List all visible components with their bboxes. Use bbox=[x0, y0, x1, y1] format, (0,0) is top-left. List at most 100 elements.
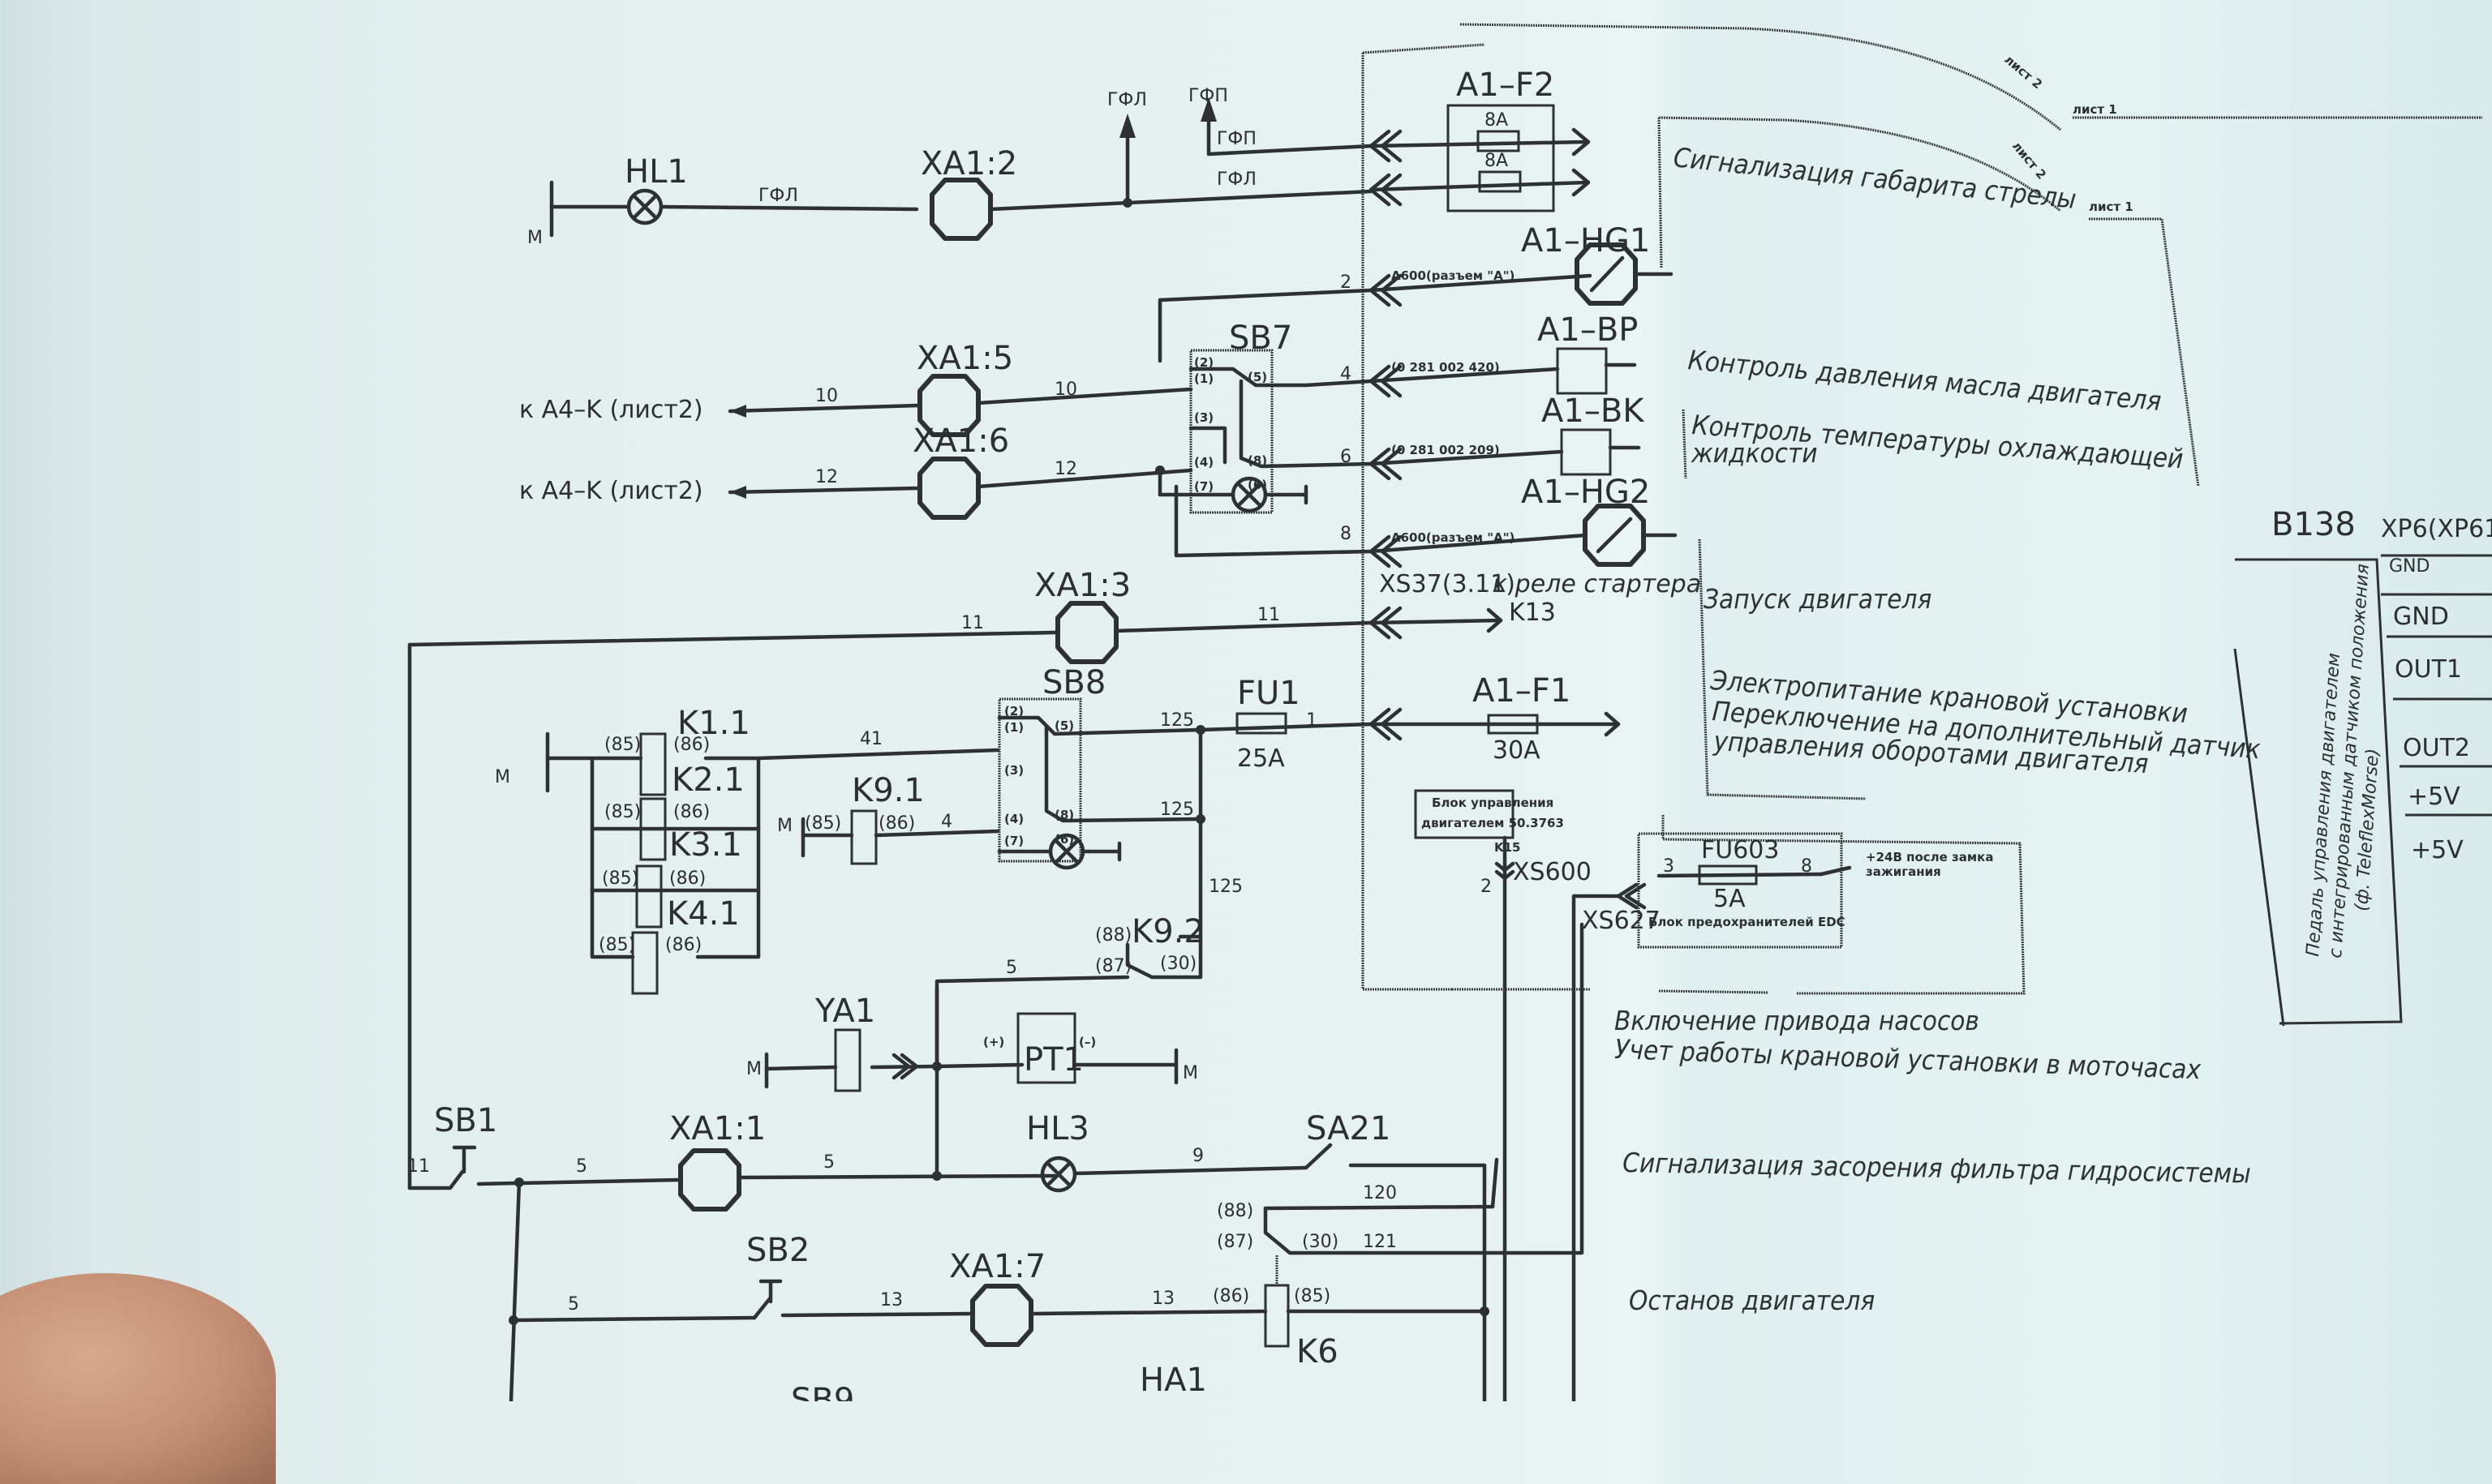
ha1-label: HA1 bbox=[1140, 1362, 1207, 1399]
circuit-engine-stop: 5 SB2 13 XA1:7 13 (86) (85) K6 HA1 SB9 bbox=[509, 1232, 1489, 1401]
wire-number: 5 bbox=[823, 1152, 835, 1173]
pin-out1: OUT1 bbox=[2395, 655, 2462, 684]
sb7-switch-block bbox=[1189, 349, 1274, 514]
caption-engine-stop: Останов двигателя bbox=[1629, 1285, 1875, 1316]
a1-f1-rating: 30A bbox=[1493, 736, 1540, 765]
rating-label: 8A bbox=[1484, 151, 1508, 171]
wire-number: 11 bbox=[407, 1156, 430, 1177]
circuit-engine-start: 11 XA1:3 11 XS37(3.11) к реле стартера K… bbox=[407, 567, 1701, 1190]
a1-hg1-label: A1–HG1 bbox=[1521, 222, 1650, 259]
k2-1-label: K2.1 bbox=[672, 761, 745, 799]
ground-label: М bbox=[495, 767, 510, 787]
k9-2-label: K9.2 bbox=[1132, 913, 1205, 950]
pin-label: (30) bbox=[1160, 954, 1197, 974]
fu1-label: FU1 bbox=[1237, 675, 1300, 712]
pin-5v: +5V bbox=[2411, 836, 2464, 864]
a1-f1-label: A1–F1 bbox=[1472, 672, 1570, 710]
pin-label: (30) bbox=[1302, 1232, 1338, 1252]
fuse-fu603-icon bbox=[1698, 864, 1758, 886]
sheet-mark: лист 2 bbox=[2001, 52, 2045, 92]
circuit-pumps: YA1 М PT1 (+) (–) М bbox=[746, 987, 1198, 1092]
xs627-label: XS627 bbox=[1582, 907, 1661, 935]
pin-label: (3) bbox=[1194, 410, 1214, 425]
wire-number: 8 bbox=[1340, 524, 1351, 544]
k3-1-label: K3.1 bbox=[669, 826, 742, 864]
wire-number: 125 bbox=[1209, 877, 1243, 897]
caption-engine-start: Запуск двигателя bbox=[1704, 583, 1931, 615]
pushbutton-sb2-icon bbox=[752, 1279, 783, 1320]
circuit-clearance-lights: М HL1 ГФЛ XA1:2 ГФЛ ГФП ГФП ГФЛ A1–F2 8A… bbox=[527, 43, 1591, 991]
wire-number: 10 bbox=[815, 386, 838, 406]
relay-coil-k9 bbox=[850, 809, 878, 865]
pin-label: (85) bbox=[599, 935, 635, 955]
pedal-b138-block: B138 XP6(XP614 GND GND OUT1 OUT2 +5V +5V… bbox=[2233, 506, 2492, 1027]
pin-label: (87) bbox=[1217, 1232, 1253, 1252]
k4-1-label: K4.1 bbox=[667, 895, 740, 933]
relay-coil-k2 bbox=[639, 797, 667, 861]
circuit-ecu: Блок управления двигателем 50.3763 K15 X… bbox=[1414, 789, 2026, 1401]
caption-coolant-temp-2: жидкости bbox=[1691, 437, 1818, 469]
pin-label: (86) bbox=[673, 735, 710, 755]
sheet-mark: лист 1 bbox=[2089, 199, 2133, 214]
pin-label: (85) bbox=[602, 869, 638, 889]
circuit-filter-signal: 11 SB1 5 XA1:1 5 HL3 9 SA21 120 (88) (87… bbox=[407, 922, 1584, 1401]
ground-label: М bbox=[746, 1059, 762, 1079]
relay-coil-k1 bbox=[639, 732, 667, 796]
pin-label: (5) bbox=[1055, 718, 1074, 733]
b138-label: B138 bbox=[2271, 506, 2356, 543]
ya1-label: YA1 bbox=[814, 993, 875, 1030]
solenoid-ya1-icon bbox=[834, 1028, 861, 1092]
wire-number: 120 bbox=[1363, 1183, 1397, 1203]
ground-label: М bbox=[527, 228, 543, 248]
a1-bp-label: A1–BP bbox=[1537, 311, 1638, 349]
wire-number: 41 bbox=[860, 729, 883, 749]
fuse-fu1-icon bbox=[1235, 712, 1287, 735]
to-a4k-label: к A4–K (лист2) bbox=[519, 396, 703, 424]
switch-sa21-icon bbox=[1304, 1143, 1333, 1170]
pin-gnd: GND bbox=[2389, 556, 2430, 577]
connector-xa1-7-icon bbox=[973, 1286, 1031, 1345]
pin-label: (3) bbox=[1004, 763, 1024, 778]
fuse-block-label: Блок предохранителей EDC bbox=[1648, 915, 1845, 929]
wire-number: 1 bbox=[1306, 710, 1317, 731]
connector-xa1-3-icon bbox=[1058, 603, 1116, 662]
lamp-icon bbox=[629, 191, 661, 223]
pin-gnd: GND bbox=[2393, 603, 2449, 631]
k13-label: K13 bbox=[1509, 598, 1556, 627]
sheet-mark: лист 1 bbox=[2073, 102, 2117, 117]
arrow-icon bbox=[1571, 127, 1591, 197]
wire-number: 13 bbox=[880, 1290, 903, 1310]
wire-number: 125 bbox=[1160, 710, 1194, 731]
wire-number: 10 bbox=[1055, 380, 1077, 400]
gfl-arrow-label: ГФЛ bbox=[1107, 90, 1147, 110]
fu603-rating: 5A bbox=[1713, 885, 1746, 913]
a1-bk-label: A1–BK bbox=[1541, 392, 1645, 430]
wire-number: 11 bbox=[961, 613, 984, 633]
wire-number: 4 bbox=[1340, 364, 1351, 384]
sheet-mark: лист 2 bbox=[2009, 139, 2049, 182]
sb8-switch-block bbox=[998, 697, 1082, 863]
pin-label: (7) bbox=[1004, 834, 1024, 848]
sb1-label: SB1 bbox=[434, 1102, 497, 1139]
wire-number: 11 bbox=[1257, 605, 1280, 625]
xa1-3-label: XA1:3 bbox=[1034, 567, 1131, 604]
pt1-label: PT1 bbox=[1024, 1041, 1084, 1079]
wire-number: 13 bbox=[1152, 1289, 1175, 1309]
pin-label: (88) bbox=[1095, 925, 1132, 946]
sb9-label-partial: SB9 bbox=[791, 1382, 854, 1401]
wire-number: 125 bbox=[1160, 800, 1194, 820]
caption-hour-meter: Учет работы крановой установки в моточас… bbox=[1614, 1033, 2202, 1085]
pin-label: (1) bbox=[1194, 371, 1214, 386]
relay-coil-k3 bbox=[635, 864, 663, 929]
wire-number: 5 bbox=[576, 1156, 587, 1177]
temp-sensor-icon bbox=[1560, 428, 1612, 476]
pin-out2: OUT2 bbox=[2403, 734, 2470, 762]
xa1-5-label: XA1:5 bbox=[917, 340, 1013, 377]
xs600-label: XS600 bbox=[1513, 858, 1592, 886]
pin-label: (+) bbox=[983, 1035, 1004, 1049]
k6-label: K6 bbox=[1296, 1333, 1338, 1370]
part-number: (0 281 002 420) bbox=[1391, 360, 1500, 375]
relay-coil-k4 bbox=[631, 931, 659, 995]
a1-f2-label: A1–F2 bbox=[1456, 66, 1554, 104]
hl1-label: HL1 bbox=[625, 153, 688, 191]
